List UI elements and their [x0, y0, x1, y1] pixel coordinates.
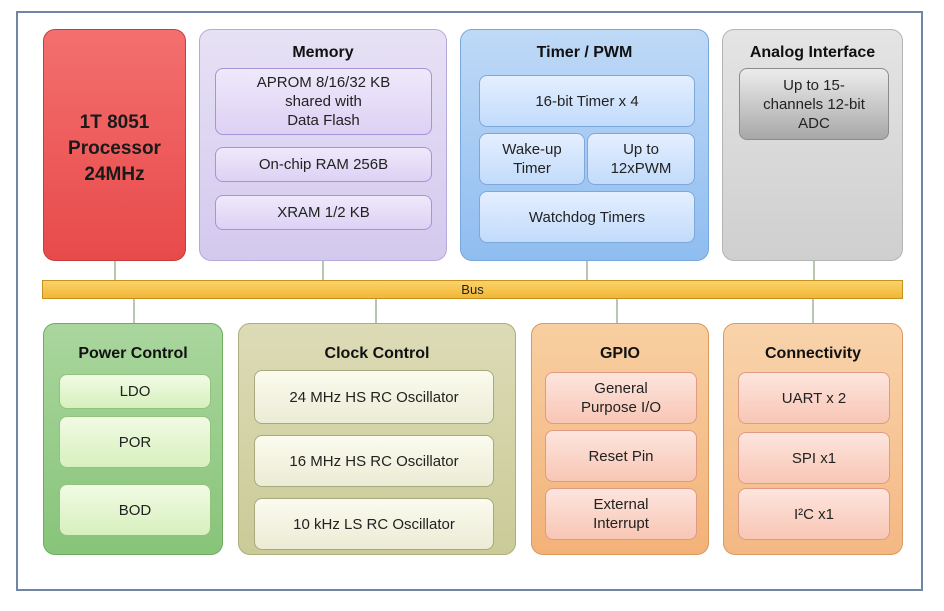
- power-bod: BOD: [59, 484, 211, 536]
- analog-interface-block: Analog Interface Up to 15- channels 12-b…: [722, 29, 903, 261]
- timer-16bit: 16-bit Timer x 4: [479, 75, 695, 127]
- connectivity-i2c: I²C x1: [738, 488, 890, 540]
- timer-watchdog: Watchdog Timers: [479, 191, 695, 243]
- timer-pwm: Up to 12xPWM: [587, 133, 695, 185]
- clock-title: Clock Control: [324, 345, 430, 362]
- connectivity-spi: SPI x1: [738, 432, 890, 484]
- clock-10khz: 10 kHz LS RC Oscillator: [254, 498, 494, 550]
- wire-power: [133, 299, 135, 324]
- power-por: POR: [59, 416, 211, 468]
- gpio-reset-pin: Reset Pin: [545, 430, 697, 482]
- memory-block: Memory APROM 8/16/32 KB shared with Data…: [199, 29, 447, 261]
- processor-label: 1T 8051 Processor 24MHz: [68, 112, 161, 185]
- wire-timer: [586, 259, 588, 281]
- connectivity-uart: UART x 2: [738, 372, 890, 424]
- memory-xram: XRAM 1/2 KB: [215, 195, 432, 230]
- wire-memory: [322, 259, 324, 281]
- power-control-block: Power Control LDO POR BOD: [43, 323, 223, 555]
- clock-24mhz: 24 MHz HS RC Oscillator: [254, 370, 494, 424]
- wire-clock: [375, 299, 377, 324]
- timer-wakeup: Wake-up Timer: [479, 133, 585, 185]
- gpio-external-interrupt: External Interrupt: [545, 488, 697, 540]
- clock-control-block: Clock Control 24 MHz HS RC Oscillator 16…: [238, 323, 516, 555]
- connectivity-title: Connectivity: [764, 345, 861, 362]
- wire-connectivity: [812, 299, 814, 324]
- timer-pwm-block: Timer / PWM 16-bit Timer x 4 Wake-up Tim…: [460, 29, 709, 261]
- timer-title: Timer / PWM: [536, 44, 633, 61]
- power-title: Power Control: [78, 345, 188, 362]
- wire-analog: [813, 259, 815, 281]
- gpio-block: GPIO General Purpose I/O Reset Pin Exter…: [531, 323, 709, 555]
- analog-adc: Up to 15- channels 12-bit ADC: [739, 68, 889, 140]
- clock-16mhz: 16 MHz HS RC Oscillator: [254, 435, 494, 487]
- analog-title: Analog Interface: [749, 44, 876, 61]
- processor-block: 1T 8051 Processor 24MHz: [43, 29, 186, 261]
- connectivity-block: Connectivity UART x 2 SPI x1 I²C x1: [723, 323, 903, 555]
- wire-processor: [114, 259, 116, 281]
- memory-title: Memory: [292, 44, 354, 61]
- memory-aprom: APROM 8/16/32 KB shared with Data Flash: [215, 68, 432, 135]
- gpio-title: GPIO: [599, 345, 640, 362]
- wire-gpio: [616, 299, 618, 324]
- memory-ram: On-chip RAM 256B: [215, 147, 432, 182]
- power-ldo: LDO: [59, 374, 211, 409]
- system-bus: Bus: [42, 280, 903, 299]
- gpio-general-purpose: General Purpose I/O: [545, 372, 697, 424]
